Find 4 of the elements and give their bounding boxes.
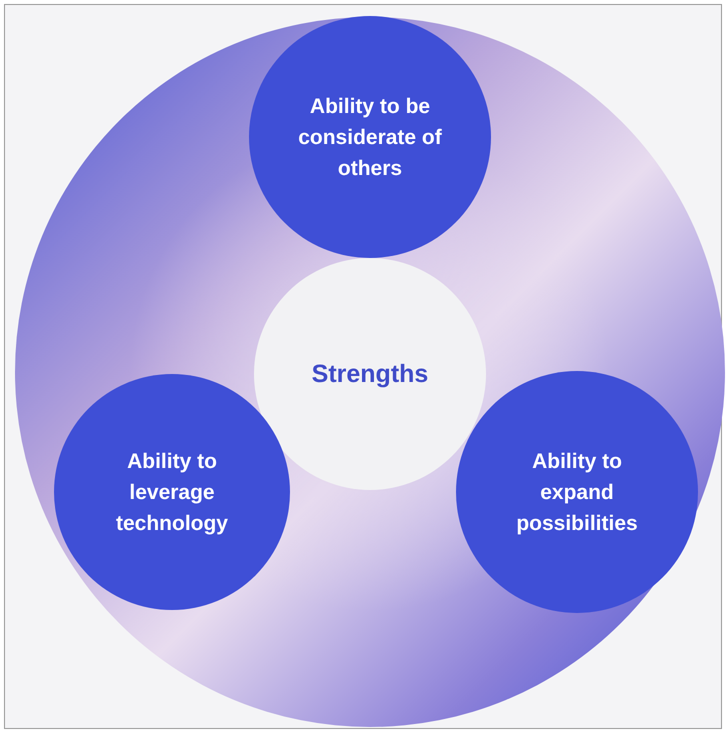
circle-label: Ability to leverage technology — [114, 448, 229, 536]
circle-label: Ability to be considerate of others — [297, 94, 443, 182]
circle-label: Strengths — [312, 358, 428, 390]
circle-label: Ability to expand possibilities — [515, 448, 639, 536]
